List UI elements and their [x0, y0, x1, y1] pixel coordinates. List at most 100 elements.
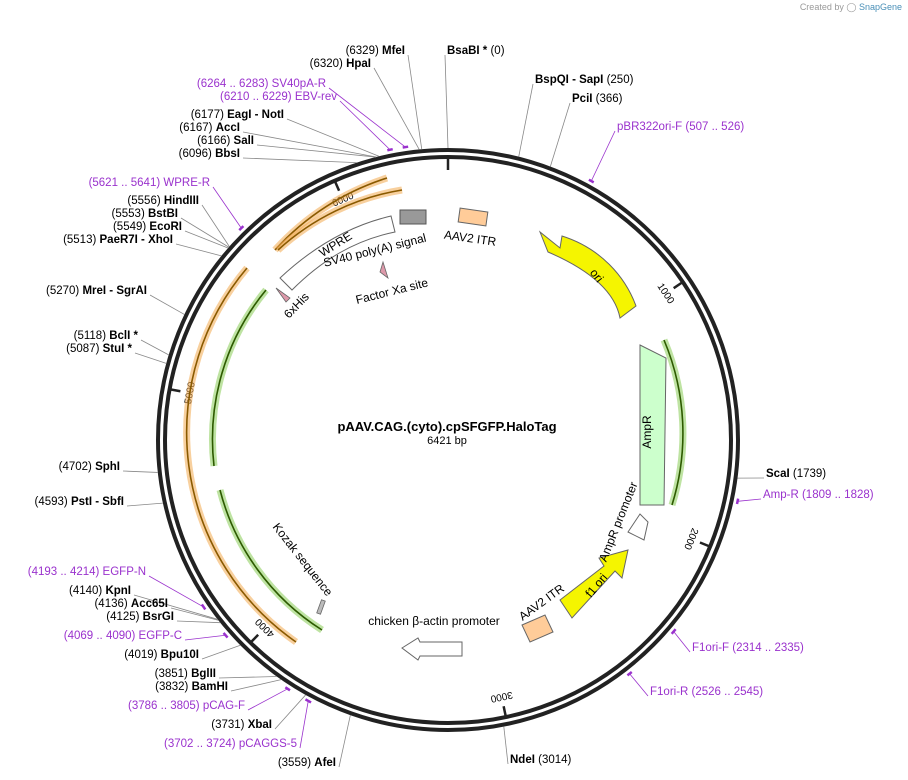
site-name: BglII — [191, 668, 216, 680]
site-leader — [201, 644, 241, 660]
site-name: XbaI — [248, 719, 272, 731]
site-position: (366) — [592, 93, 622, 105]
site-name: BspQI — [535, 74, 569, 86]
tick-label: 1000 — [654, 282, 676, 307]
plasmid-name: pAAV.CAG.(cyto).cpSFGFP.HaloTag — [337, 419, 556, 434]
primer-leader — [629, 673, 649, 697]
site-position: (6096) — [179, 148, 215, 160]
factor-xa-label: Factor Xa site — [354, 275, 430, 307]
site-leader — [549, 102, 571, 167]
site-leader — [180, 217, 229, 248]
primer-label: (6264 .. 6283) SV40pA-R — [197, 78, 326, 90]
site-name: StuI * — [103, 343, 133, 355]
ori-arrow — [538, 230, 637, 319]
site-leader — [444, 54, 449, 149]
site-position: (0) — [487, 45, 504, 57]
snapgene-logo-icon: ◯ — [846, 2, 857, 12]
site-leader — [373, 67, 420, 150]
primer-leader — [184, 634, 226, 641]
site-label: BspQI - SapI (250) — [535, 74, 634, 86]
center-title: pAAV.CAG.(cyto).cpSFGFP.HaloTag 6421 bp — [337, 419, 556, 447]
ampr-arrow — [639, 344, 667, 506]
site-label: PciI (366) — [572, 93, 623, 105]
site-position: (5118) — [74, 330, 110, 342]
site-label: (5270) MreI - SgrAI — [46, 285, 147, 297]
site-position: (5549) — [113, 221, 149, 233]
site-leader — [503, 726, 509, 765]
primer-label: F1ori-R (2526 .. 2545) — [650, 686, 763, 698]
site-name: - SbfI — [92, 496, 124, 508]
site-label: (3851) BglII — [155, 668, 216, 680]
site-name: HindIII — [164, 195, 199, 207]
site-position: (5513) — [63, 234, 99, 246]
primer-leader — [737, 498, 762, 502]
site-label: (3832) BamHI — [155, 681, 228, 693]
tick-label: 2000 — [681, 526, 700, 551]
primer-label: (4193 .. 4214) EGFP-N — [28, 566, 146, 578]
aav2-itr-top-label: AAV2 ITR — [443, 228, 497, 249]
site-position: (5553) — [112, 208, 148, 220]
site-leader — [242, 157, 357, 164]
primer-mark — [284, 686, 291, 692]
primer-mark — [670, 628, 677, 635]
site-position: (6320) — [310, 58, 346, 70]
primer-leader — [247, 688, 288, 711]
primer-leader — [212, 186, 242, 229]
site-leader — [256, 144, 376, 158]
chicken-actin-arrow — [401, 637, 463, 661]
site-name: KpnI — [105, 585, 131, 597]
site-name: NdeI — [510, 754, 535, 766]
site-labels: BsaBI * (0) BspQI - SapI (250) PciI (366) S… — [35, 45, 827, 769]
primer-marks — [148, 87, 762, 749]
primer-label: (3786 .. 3805) pCAG-F — [128, 700, 245, 712]
site-leader — [176, 620, 221, 624]
primer-mark — [387, 147, 393, 152]
site-name: BstBI — [148, 208, 178, 220]
site-label: (6166) SalI — [197, 135, 254, 147]
tick-label: 3000 — [489, 689, 513, 704]
site-label: NdeI (3014) — [510, 754, 572, 766]
primer-label: (4069 .. 4090) EGFP-C — [64, 630, 182, 642]
site-name: ScaI — [766, 468, 790, 480]
tick-mark — [169, 388, 181, 393]
site-label: (5513) PaeR7I - XhoI — [63, 234, 173, 246]
site-position: (5270) — [46, 285, 82, 297]
site-label: (4136) Acc65I — [94, 598, 168, 610]
site-leader — [149, 294, 185, 315]
site-name: - XhoI — [138, 234, 173, 246]
tick-mark — [699, 541, 711, 548]
site-name: Acc65I — [131, 598, 168, 610]
site-name: MreI — [82, 285, 106, 297]
site-label: (5549) EcoRI — [113, 221, 182, 233]
plasmid-size: 6421 bp — [427, 435, 467, 447]
primer-mark — [626, 671, 633, 677]
site-position: (1739) — [790, 468, 827, 480]
site-leader — [122, 470, 158, 473]
site-name: AfeI — [314, 757, 336, 769]
primer-leader — [148, 575, 204, 608]
site-name: SalI — [234, 135, 254, 147]
f1-ori-arrow — [559, 549, 629, 619]
site-leader — [218, 676, 277, 679]
aav2-itr-bottom — [521, 614, 554, 643]
site-label: (6320) HpaI — [310, 58, 371, 70]
site-name: BsaBI * — [447, 45, 488, 57]
site-label: (6167) AccI — [179, 122, 240, 134]
site-label: (6329) MfeI — [346, 45, 405, 57]
wpre-band — [279, 215, 396, 291]
site-name: BamHI — [192, 681, 228, 693]
site-label: (5556) HindIII — [127, 195, 199, 207]
features — [183, 174, 687, 661]
tick-mark — [249, 633, 260, 644]
kozak-label: Kozak sequence — [270, 520, 336, 599]
site-label: (5087) StuI * — [66, 343, 132, 355]
primer-label: F1ori-F (2314 .. 2335) — [692, 642, 804, 654]
tick-mark — [502, 705, 508, 718]
site-label: ScaI (1739) — [766, 468, 826, 480]
site-position: (6167) — [179, 122, 215, 134]
site-name: PstI — [71, 496, 92, 508]
primer-mark — [238, 225, 245, 232]
site-leader — [133, 594, 218, 620]
primer-label: (6210 .. 6229) EBV-rev — [220, 91, 337, 103]
tick-mark — [333, 180, 341, 192]
